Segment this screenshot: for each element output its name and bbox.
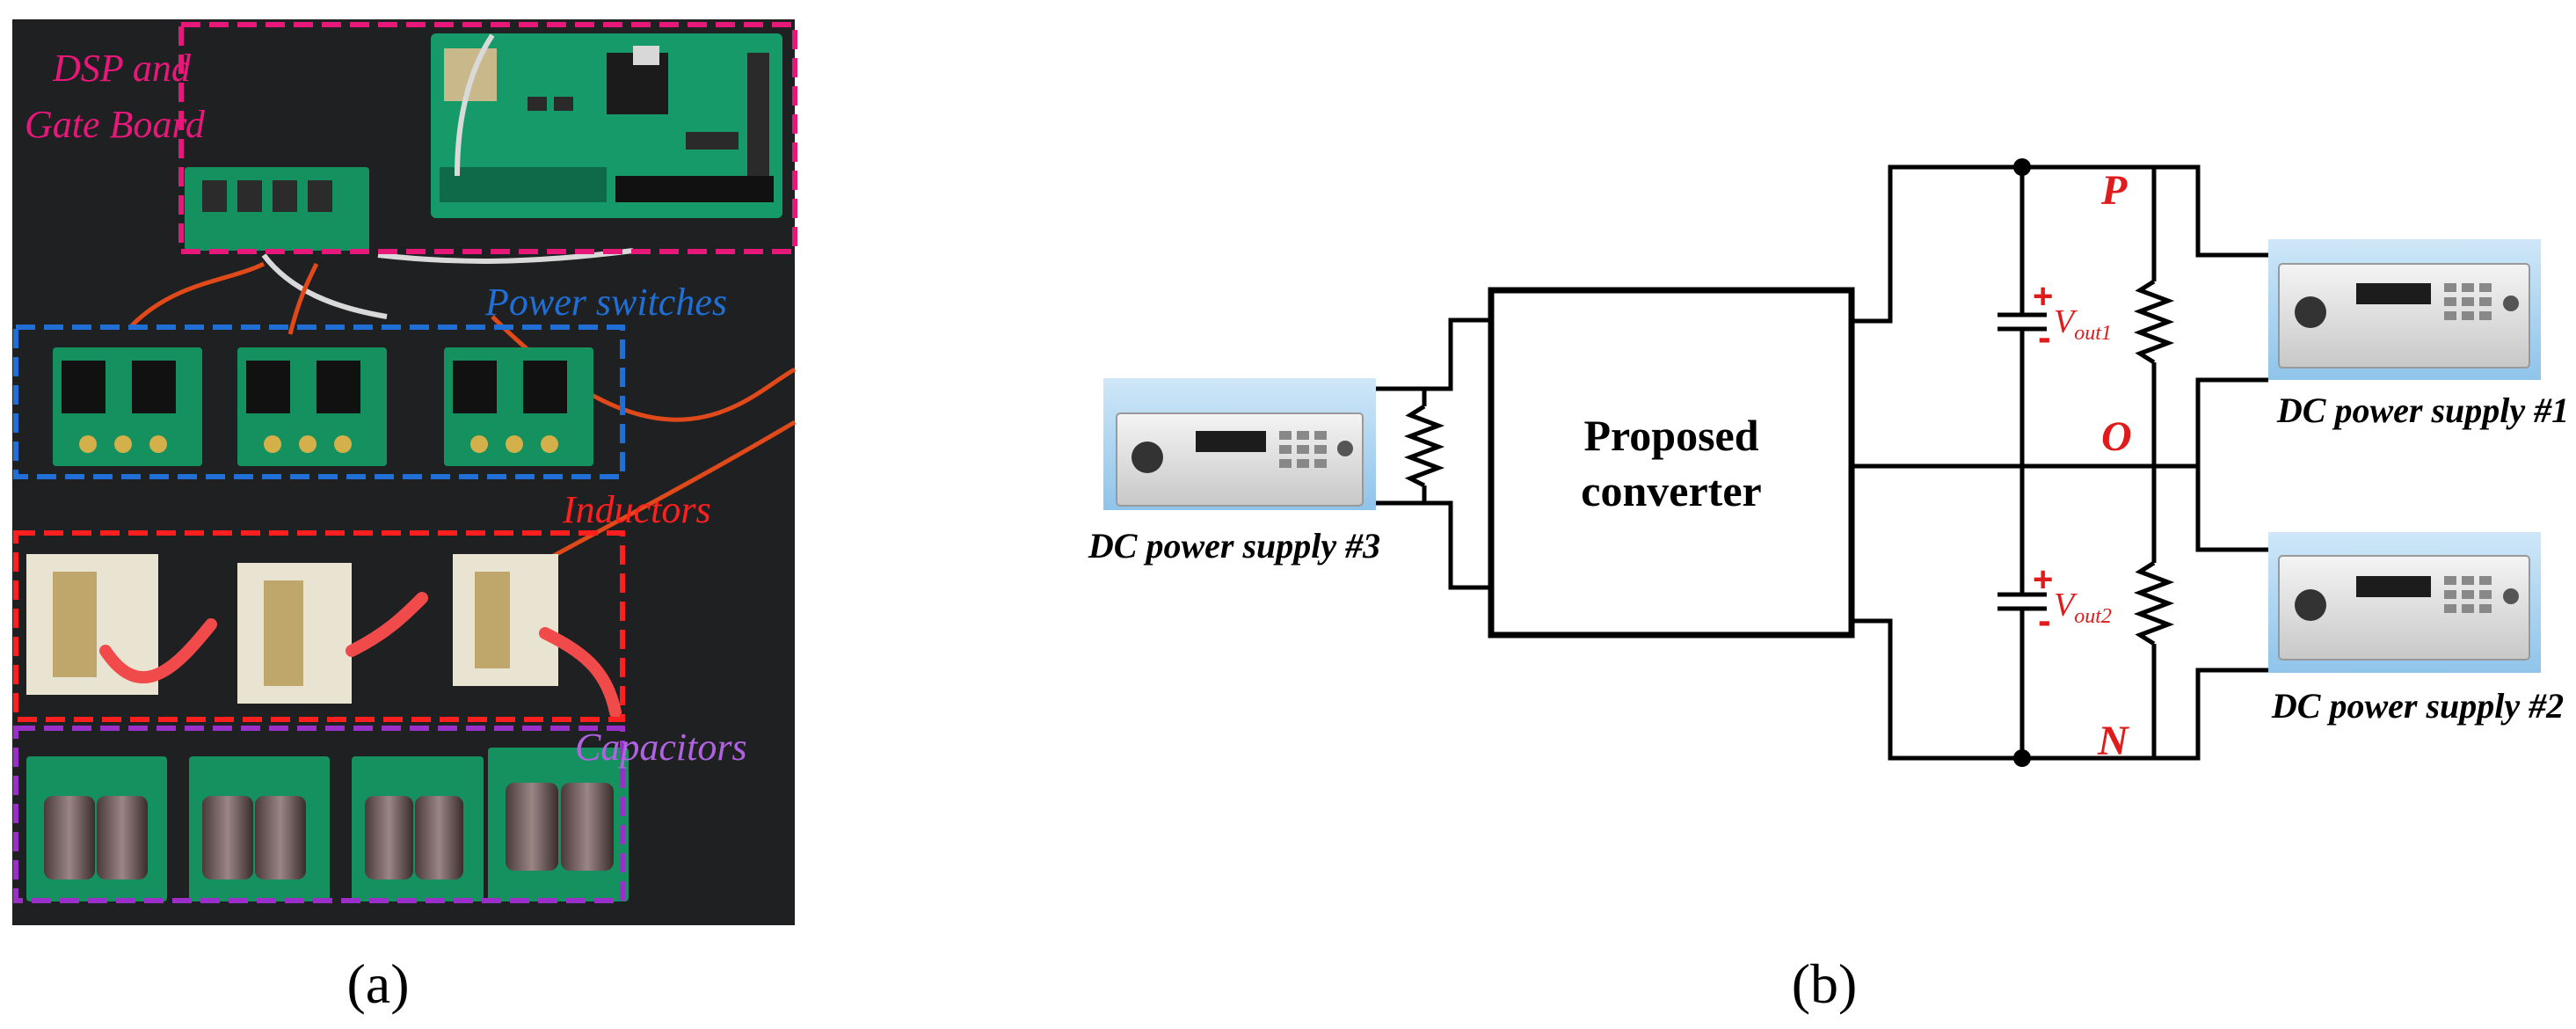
inductors-label: Inductors <box>562 488 711 531</box>
power-supply-2-label: DC power supply #2 <box>2271 686 2564 726</box>
vout2-minus: - <box>2038 599 2051 642</box>
power-supply-3 <box>1103 378 1376 510</box>
vout1-label: Vout1 <box>2054 303 2112 345</box>
capacitor-boards <box>26 748 629 901</box>
resistor-r1 <box>2133 279 2175 365</box>
node-p-label: P <box>2100 167 2128 214</box>
photo-panel: DSP and Gate Board Power switches Induct… <box>12 19 797 925</box>
node-o-label: O <box>2101 413 2132 460</box>
inductors <box>26 554 622 719</box>
vout2-label: Vout2 <box>2054 587 2112 628</box>
converter-label-line1: Proposed <box>1583 411 1758 460</box>
vout1-plus: + <box>2033 277 2053 316</box>
dsp-board <box>431 33 782 218</box>
capacitors-label: Capacitors <box>575 726 747 769</box>
input-resistor <box>1403 404 1445 488</box>
power-supply-3-label: DC power supply #3 <box>1088 526 1380 566</box>
vout1-minus: - <box>2038 316 2051 359</box>
gate-board <box>185 167 369 251</box>
power-switches-region-box <box>13 325 625 479</box>
inductors-region-box <box>13 530 625 722</box>
vout2-plus: + <box>2033 560 2053 599</box>
junction-p <box>2013 158 2031 176</box>
junction-n <box>2013 749 2031 767</box>
power-switch-boards <box>53 347 593 466</box>
power-switches-label: Power switches <box>484 281 727 324</box>
power-supply-2 <box>2268 532 2541 673</box>
dsp-label-line2: Gate Board <box>25 103 206 146</box>
dsp-label-line1: DSP and <box>52 47 192 90</box>
converter-block <box>1488 287 1855 639</box>
power-supply-1-label: DC power supply #1 <box>2276 390 2569 430</box>
power-supply-1 <box>2268 239 2541 380</box>
circuit-diagram <box>1372 164 2268 761</box>
converter-label-line2: converter <box>1581 466 1761 515</box>
capacitors-region-box <box>13 726 625 903</box>
cables <box>261 33 634 319</box>
caption-b: (b) <box>1792 952 1858 1015</box>
caption-a: (a) <box>346 952 409 1015</box>
node-n-label: N <box>2097 718 2130 764</box>
resistor-r2 <box>2133 560 2175 646</box>
